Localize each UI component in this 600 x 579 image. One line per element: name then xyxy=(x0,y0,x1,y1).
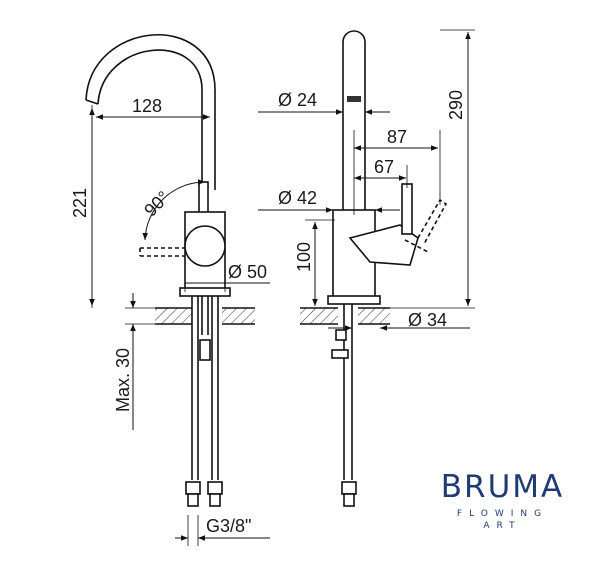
dim-base-diameter: Ø 34 xyxy=(408,310,447,330)
dim-rotation-angle: 90° xyxy=(140,187,173,220)
dim-body-diameter: Ø 42 xyxy=(278,188,317,208)
dim-spout-diameter: Ø 24 xyxy=(278,90,317,110)
front-dimensions xyxy=(89,105,270,546)
dim-max-deck: Max. 30 xyxy=(113,348,133,412)
dim-thread: G3/8" xyxy=(206,516,251,536)
dim-body-height: 221 xyxy=(70,188,90,218)
brand-tagline-line2: ART xyxy=(483,521,522,531)
dim-spout-reach: 128 xyxy=(132,96,162,116)
brand-name: BRUMA xyxy=(440,469,565,505)
dim-total-height: 290 xyxy=(446,90,466,120)
dim-handle-diameter: Ø 50 xyxy=(228,262,267,282)
side-view xyxy=(300,30,448,507)
dim-lever-reach-outer: 87 xyxy=(387,127,407,147)
dim-mixer-height: 100 xyxy=(294,242,314,272)
brand-tagline-line1: FLOWING xyxy=(456,509,549,519)
dim-lever-reach-inner: 67 xyxy=(374,157,394,177)
side-dimensions xyxy=(258,29,475,331)
brand-logo: BRUMA FLOWING ART xyxy=(430,470,575,532)
